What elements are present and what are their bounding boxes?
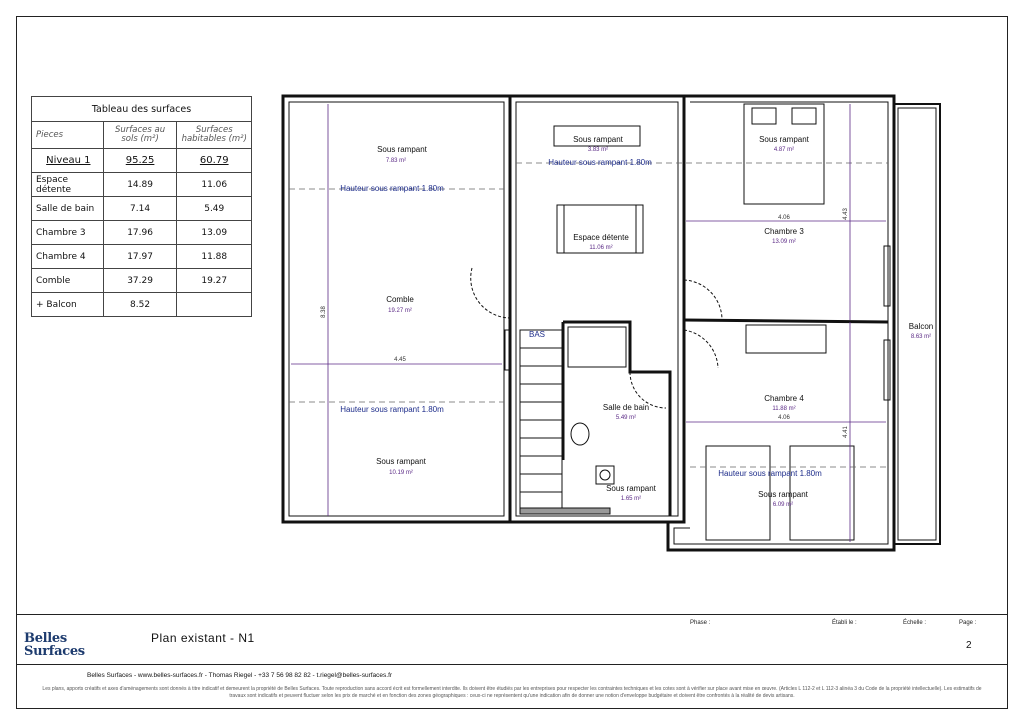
table-row: Comble 37.29 19.27 — [31, 268, 252, 293]
room-area: 8.63 m² — [911, 334, 931, 340]
table-row: Chambre 4 17.97 11.88 — [31, 244, 252, 269]
drawing-sheet-frame — [16, 16, 1008, 709]
room-area: 4.87 m² — [774, 147, 794, 153]
titleblock-top-border — [16, 614, 1008, 615]
room-area: 19.27 m² — [388, 308, 412, 314]
room-label: Sous rampant — [606, 484, 657, 493]
wall-chambre-split — [683, 318, 889, 324]
room-label: Chambre 3 — [764, 227, 804, 236]
door-swing-comble — [470, 267, 511, 319]
height-note: Hauteur sous rampant 1.80m — [718, 469, 822, 478]
room-label: Espace détente — [573, 233, 629, 242]
height-note: Hauteur sous rampant 1.80m — [548, 158, 652, 167]
table-cell-hab: 11.88 — [176, 244, 252, 269]
table-cell-sol: 14.89 — [102, 172, 178, 197]
table-header-pieces: Pieces — [31, 121, 104, 149]
table-cell-sol: 37.29 — [102, 268, 178, 293]
echelle-label: Échelle : — [903, 620, 927, 626]
balcony-outline — [893, 103, 941, 545]
dim-label: 4.41 — [843, 426, 849, 438]
room-area: 11.88 m² — [772, 406, 795, 412]
height-note: Hauteur sous rampant 1.80m — [340, 184, 444, 193]
room-label: Sous rampant — [377, 145, 428, 154]
room-label: Chambre 4 — [764, 394, 804, 403]
wall-middle-block — [508, 94, 686, 524]
bed-chambre4-left-icon — [705, 445, 771, 541]
titleblock-bottom-border — [16, 664, 1008, 665]
logo-line-1: Belles — [24, 631, 67, 646]
surfaces-table: Tableau des surfaces Pieces Surfaces au … — [31, 96, 252, 317]
wall-right-inner — [673, 101, 889, 545]
room-area: 13.09 m² — [772, 239, 796, 245]
dim-label: 8.38 — [321, 306, 327, 318]
table-row: Espace détente 14.89 11.06 — [31, 172, 252, 197]
door-swing-salle-de-bain — [629, 371, 667, 409]
room-label: Sous rampant — [758, 490, 809, 499]
stair-landing — [519, 507, 611, 515]
plan-title: Plan existant - N1 — [151, 631, 255, 645]
table-cell-name: + Balcon — [31, 292, 104, 317]
wall-right-block — [666, 94, 896, 552]
sink-icon — [595, 465, 615, 485]
room-area: 3.83 m² — [588, 147, 608, 153]
table-cell-hab — [176, 292, 252, 317]
shower-outline — [567, 326, 627, 368]
table-cell-sol: 8.52 — [102, 292, 178, 317]
window-chambre3 — [883, 245, 891, 307]
belles-surfaces-logo: Belles Surfaces — [24, 631, 85, 659]
dim-label: 4.06 — [778, 415, 790, 421]
room-label: Salle de bain — [603, 403, 649, 412]
desk-icon — [745, 324, 827, 354]
balcony-inner — [897, 107, 937, 541]
legal-notice: Les plans, apports créatifs et axes d'am… — [42, 686, 982, 699]
door-swing-chambre3 — [683, 279, 723, 321]
dim-label: 4.06 — [778, 215, 790, 221]
room-area: 10.19 m² — [389, 470, 413, 476]
room-area: 7.83 m² — [386, 158, 406, 164]
table-row: Chambre 3 17.96 13.09 — [31, 220, 252, 245]
room-area: 6.09 m² — [773, 502, 793, 508]
wall-left-inner — [288, 101, 505, 517]
room-label: Comble — [386, 295, 414, 304]
etabli-label: Établi le : — [832, 620, 857, 626]
table-cell-name: Espace détente — [31, 172, 104, 197]
dim-label: 4.43 — [843, 208, 849, 220]
window-stair — [504, 329, 512, 371]
table-row: + Balcon 8.52 — [31, 292, 252, 317]
table-cell-sol: 17.96 — [102, 220, 178, 245]
phase-label: Phase : — [690, 620, 711, 626]
window-chambre4 — [883, 339, 891, 401]
bed-chambre4-right-icon — [789, 445, 855, 541]
logo-line-2: Surfaces — [24, 644, 85, 659]
table-cell-name: Salle de bain — [31, 196, 104, 221]
room-area: 11.06 m² — [589, 245, 612, 251]
bed-chambre3-icon — [743, 103, 825, 205]
bench-icon — [553, 125, 641, 147]
table-row: Salle de bain 7.14 5.49 — [31, 196, 252, 221]
door-swing-chambre4 — [683, 329, 719, 369]
table-cell-hab: 60.79 — [176, 148, 252, 173]
stair-direction-label: BAS — [529, 330, 545, 339]
table-cell-sol: 7.14 — [102, 196, 178, 221]
wall-middle-inner — [515, 101, 679, 517]
room-label: Sous rampant — [376, 457, 427, 466]
room-area: 1.65 m² — [621, 496, 641, 502]
page-label: Page : — [959, 620, 977, 626]
room-label: Sous rampant — [573, 135, 624, 144]
table-header-surfaces-sols: Surfaces au sols (m²) — [102, 121, 178, 149]
contact-line: Belles Surfaces - www.belles-surfaces.fr… — [87, 672, 393, 679]
room-area: 5.49 m² — [616, 415, 636, 421]
height-note: Hauteur sous rampant 1.80m — [340, 405, 444, 414]
toilet-icon — [570, 422, 590, 446]
room-label: Sous rampant — [759, 135, 810, 144]
dim-label: 4.45 — [394, 357, 406, 363]
table-cell-hab: 19.27 — [176, 268, 252, 293]
room-label: Balcon — [909, 322, 933, 331]
table-cell-sol: 17.97 — [102, 244, 178, 269]
page-number: 2 — [966, 640, 972, 651]
